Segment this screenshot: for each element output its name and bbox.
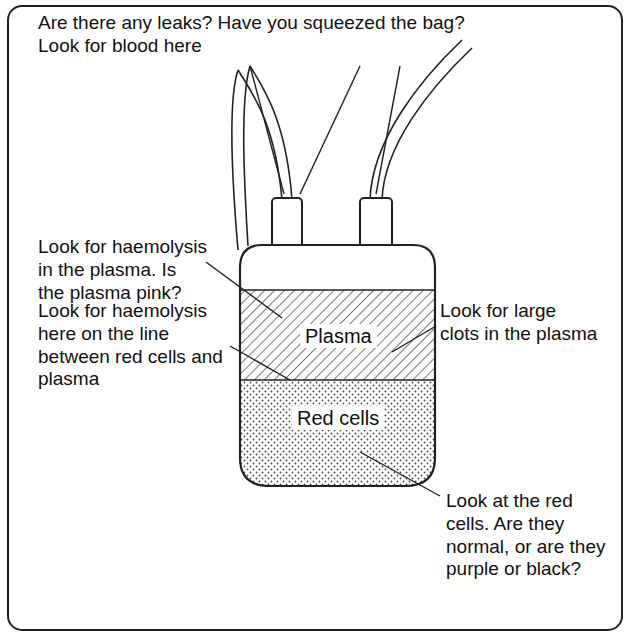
callout-text: Look for haemolysis here on the line bet… <box>38 300 234 391</box>
leader-lines <box>206 66 440 496</box>
bag-layer: Red cells <box>292 406 384 430</box>
callout-text: Are there any leaks? Have you squeezed t… <box>38 12 488 58</box>
layer-name: Plasma <box>305 325 372 347</box>
callout-text: Look at the red cells. Are they normal, … <box>446 490 618 581</box>
callout-text: Look for large clots in the plasma <box>440 300 600 346</box>
layer-name: Red cells <box>297 407 379 429</box>
bag-layer: Plasma <box>300 324 377 348</box>
callout-text: Look for haemolysis in the plasma. Is th… <box>38 236 208 304</box>
